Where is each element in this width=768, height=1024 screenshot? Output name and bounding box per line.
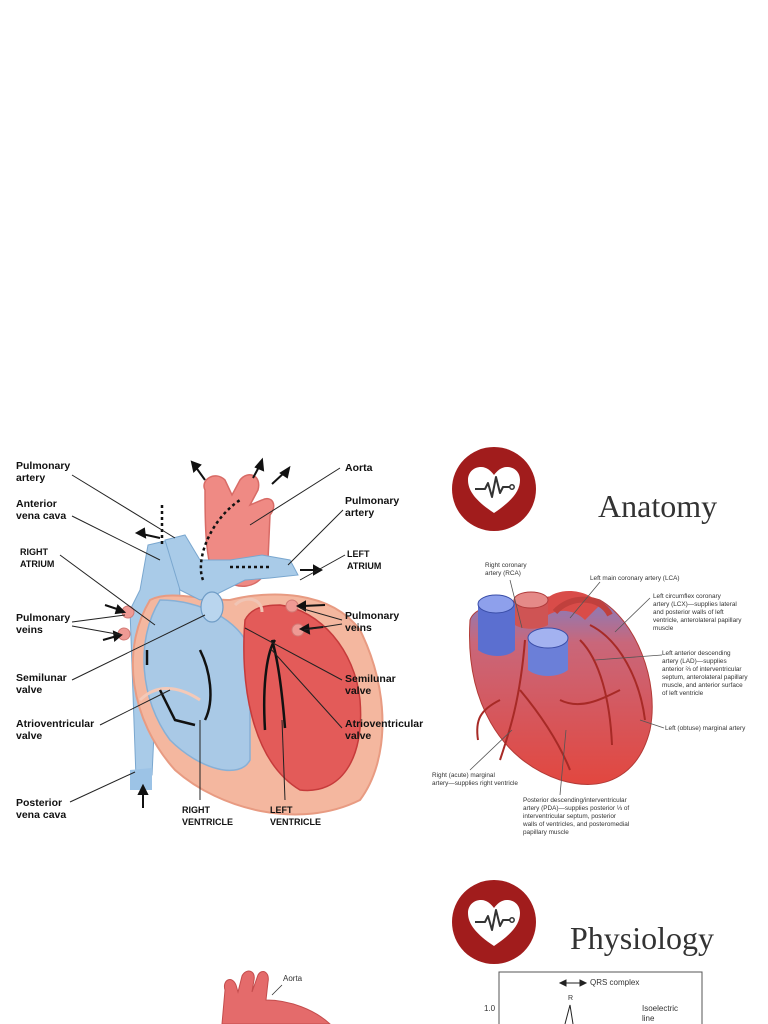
label-lca: Left main coronary artery (LCA): [590, 575, 680, 582]
physiology-title: Physiology: [570, 920, 715, 956]
ecg-r-label: R: [568, 995, 574, 1002]
ecg-y-tick: 1.0: [484, 1004, 496, 1013]
heart-pulse-icon: [452, 447, 536, 531]
label-aorta: Aorta: [345, 462, 373, 474]
anatomy-title: Anatomy: [598, 488, 718, 524]
ecg-qrs-label: QRS complex: [590, 978, 640, 987]
label-aorta-fragment: Aorta: [283, 974, 303, 983]
label-obtuse-marginal: Left (obtuse) marginal artery: [665, 725, 746, 732]
heart-pulse-icon: [452, 880, 536, 964]
